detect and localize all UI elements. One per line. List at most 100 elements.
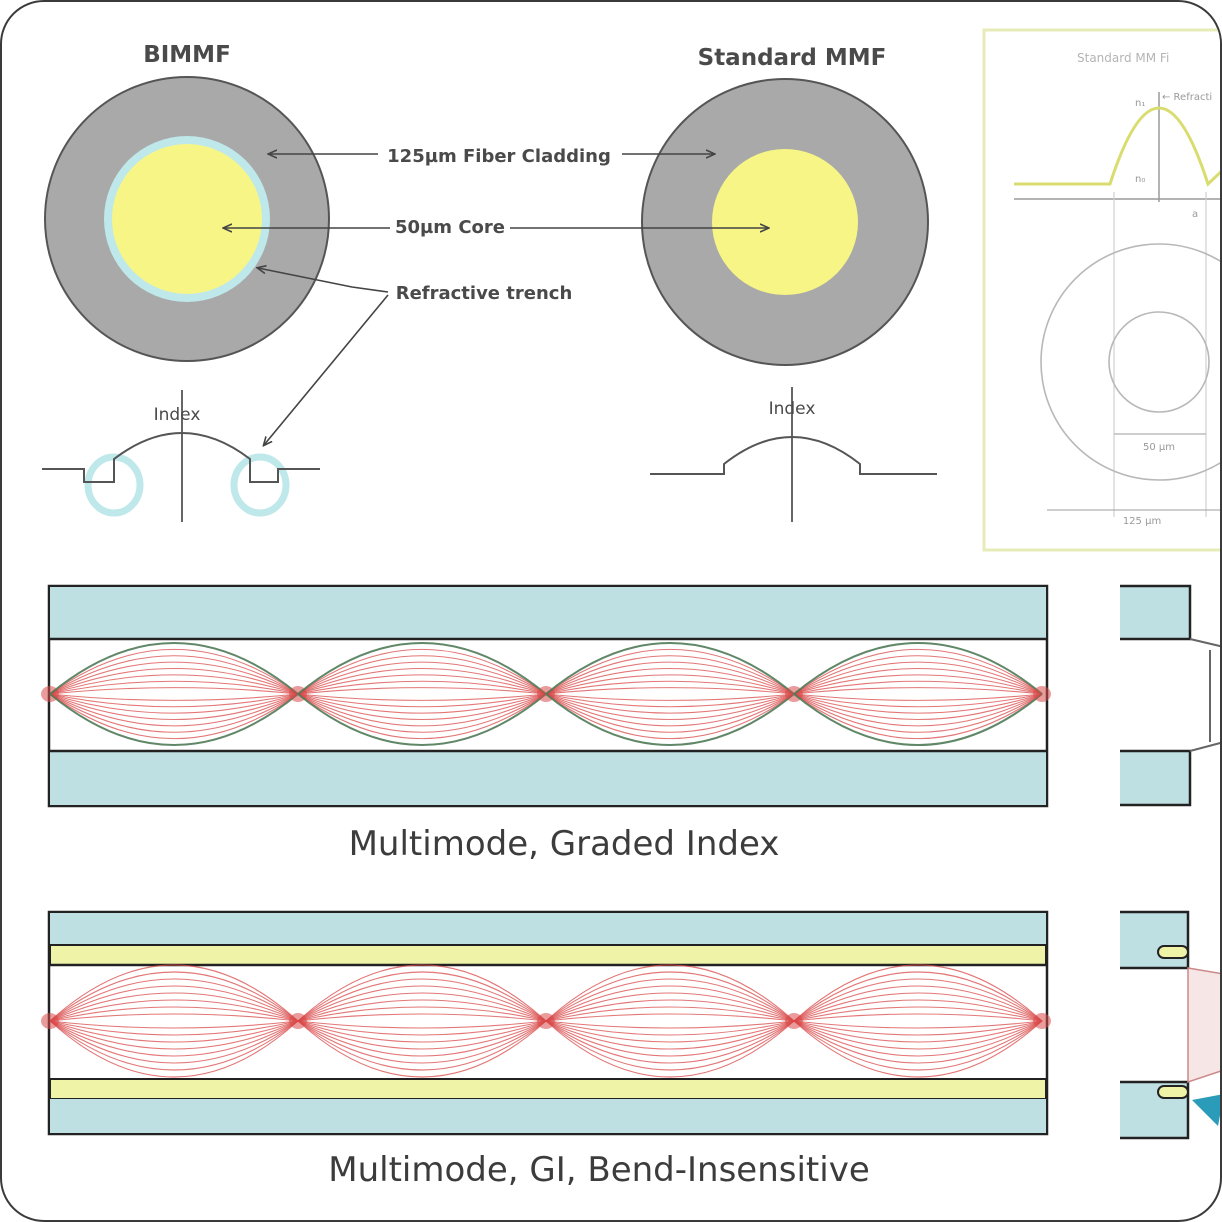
bend-insensitive-rays [41, 964, 1051, 1078]
ray-path [49, 693, 299, 733]
ray-path [793, 655, 1043, 695]
ray-path [297, 693, 547, 720]
ray-path [49, 687, 299, 695]
ray-path [545, 693, 795, 733]
ray-path [297, 1020, 547, 1064]
ray-path [545, 992, 795, 1022]
ray-path [545, 971, 795, 1022]
ray-path [793, 1020, 1043, 1050]
ray-path [793, 661, 1043, 695]
ray-path [49, 1020, 299, 1043]
ray-path [49, 693, 299, 746]
ray-path [297, 1020, 547, 1071]
ray-path [297, 1020, 547, 1050]
ray-path [49, 1020, 299, 1050]
ray-path [49, 693, 299, 714]
ray-path [545, 668, 795, 695]
ray-path [297, 693, 547, 740]
ray-path [49, 978, 299, 1022]
graded-index-rays [41, 642, 1051, 746]
ray-path [545, 1020, 795, 1071]
ray-path [297, 668, 547, 695]
ray-path [297, 648, 547, 695]
inset-n0: n₀ [1135, 174, 1145, 185]
ray-path [297, 985, 547, 1022]
ray-path [545, 1013, 795, 1022]
ray-path [793, 1013, 1043, 1022]
bimmf-core [112, 144, 262, 294]
graded-index-fiber [41, 584, 1051, 808]
ray-path [793, 999, 1043, 1022]
inset-n1: n₁ [1135, 98, 1145, 109]
ray-node [1033, 686, 1051, 702]
ray-path [545, 1020, 795, 1043]
ray-path [793, 978, 1043, 1022]
ray-path [49, 693, 299, 708]
ray-path [297, 1020, 547, 1078]
ray-path [297, 1020, 547, 1029]
ray-path [49, 693, 299, 701]
ray-path [545, 1020, 795, 1078]
standard-mm-inset: Standard MM Fi n₁ n₀ ← Refracti a 50 µm … [982, 28, 1220, 552]
ray-path [793, 1020, 1043, 1071]
ray-path [545, 1020, 795, 1064]
bimmf-index-profile [42, 390, 320, 522]
ray-path [793, 1020, 1043, 1078]
ray-path [49, 680, 299, 695]
ray-path [793, 693, 1043, 733]
ray-path [793, 1020, 1043, 1043]
ray-path [297, 992, 547, 1022]
ray-path [793, 693, 1043, 740]
ray-path [297, 693, 547, 701]
ray-path [545, 687, 795, 695]
ray-path [545, 693, 795, 727]
ray-path [545, 693, 795, 740]
ray-path [793, 687, 1043, 695]
trench-arrow-upper [258, 268, 389, 293]
caption-graded: Multimode, Graded Index [349, 824, 780, 864]
ray-path [297, 693, 547, 727]
inset-dim-core: 50 µm [1143, 442, 1175, 453]
ray-path [297, 999, 547, 1022]
ray-path [297, 1006, 547, 1022]
ray-path [793, 992, 1043, 1022]
ray-path [545, 1020, 795, 1036]
ray-path [49, 1013, 299, 1022]
inset-refractive: ← Refracti [1162, 92, 1212, 103]
ray-path [793, 680, 1043, 695]
ray-path [49, 668, 299, 695]
ray-path [793, 1020, 1043, 1036]
ray-path [49, 1020, 299, 1071]
ray-path [793, 1020, 1043, 1064]
ray-path [49, 992, 299, 1022]
standard-title: Standard MMF [698, 45, 887, 71]
ray-path [545, 1006, 795, 1022]
ray-path [49, 693, 299, 727]
ray-path [793, 693, 1043, 714]
ray-path [297, 693, 547, 708]
ray-path [49, 655, 299, 695]
ray-path [793, 674, 1043, 695]
ray-path [49, 971, 299, 1022]
ray-path [49, 999, 299, 1022]
ray-path [545, 642, 795, 695]
trench-arrow-lower [264, 294, 389, 445]
ray-path [545, 1020, 795, 1029]
ray-path [793, 1020, 1043, 1057]
ray-path [793, 668, 1043, 695]
ray-path [297, 693, 547, 733]
triangle-marker-icon [1192, 1094, 1220, 1126]
ray-path [297, 1020, 547, 1057]
core-label: 50µm Core [395, 217, 505, 238]
ray-path [793, 985, 1043, 1022]
ray-path [49, 642, 299, 695]
ray-path [297, 978, 547, 1022]
ray-path [793, 693, 1043, 746]
ray-path [49, 964, 299, 1022]
ray-path [297, 693, 547, 714]
inset-axis-a: a [1192, 209, 1198, 220]
ray-path [793, 648, 1043, 695]
ray-path [297, 642, 547, 695]
ray-path [545, 964, 795, 1022]
